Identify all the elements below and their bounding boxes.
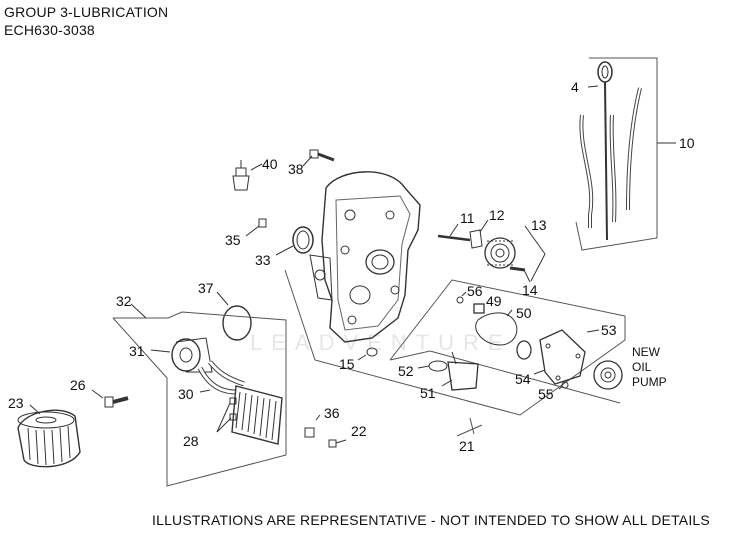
callout-53: 53 bbox=[601, 322, 617, 338]
callout-22: 22 bbox=[351, 423, 367, 439]
o-ring bbox=[357, 347, 378, 361]
callout-labels: 4 10 11 12 13 14 15 21 22 23 26 28 30 31… bbox=[8, 79, 695, 454]
pump-drive-parts bbox=[437, 219, 546, 283]
callout-37: 37 bbox=[198, 280, 214, 296]
callout-55: 55 bbox=[538, 386, 554, 402]
callout-30: 30 bbox=[178, 386, 194, 402]
callout-35: 35 bbox=[225, 232, 241, 248]
callout-32: 32 bbox=[116, 293, 132, 309]
oil-cooler-group-outline bbox=[112, 303, 287, 487]
callout-13: 13 bbox=[531, 217, 547, 233]
callout-23: 23 bbox=[8, 395, 24, 411]
callout-15: 15 bbox=[339, 356, 355, 372]
plug bbox=[245, 218, 267, 237]
callout-12: 12 bbox=[489, 207, 505, 223]
bolt bbox=[302, 149, 335, 167]
disclaimer-footer: ILLUSTRATIONS ARE REPRESENTATIVE - NOT I… bbox=[152, 512, 710, 528]
crankcase-cover bbox=[309, 171, 421, 343]
callout-14: 14 bbox=[522, 282, 538, 298]
callout-54: 54 bbox=[515, 371, 531, 387]
callout-40: 40 bbox=[262, 156, 278, 172]
oil-seal bbox=[275, 226, 314, 256]
cooler-o-ring bbox=[216, 291, 252, 341]
oil-pump-group-outline bbox=[284, 269, 626, 437]
callout-11: 11 bbox=[460, 210, 475, 226]
callout-38: 38 bbox=[288, 161, 304, 177]
oil-pressure-sensor bbox=[232, 160, 263, 191]
callout-26: 26 bbox=[70, 377, 86, 393]
oil-cooler bbox=[216, 385, 283, 445]
filter-adapter bbox=[150, 337, 213, 373]
callout-28: 28 bbox=[183, 433, 199, 449]
oil-filter bbox=[17, 404, 81, 468]
callout-49: 49 bbox=[486, 293, 502, 309]
callout-31: 31 bbox=[129, 343, 145, 359]
callout-52: 52 bbox=[398, 363, 414, 379]
callout-10: 10 bbox=[679, 135, 695, 151]
watermark-text: LEADVENTURE bbox=[250, 330, 512, 355]
diagram-model-number: ECH630-3038 bbox=[4, 22, 95, 38]
callout-50: 50 bbox=[516, 305, 532, 321]
callout-56: 56 bbox=[467, 283, 483, 299]
new-oil-pump-note-line2: OIL bbox=[632, 360, 652, 374]
filter-nipple bbox=[91, 389, 129, 408]
new-oil-pump-note-line1: NEW bbox=[632, 345, 660, 359]
callout-33: 33 bbox=[255, 252, 271, 268]
callout-4: 4 bbox=[571, 79, 579, 95]
callout-21: 21 bbox=[459, 438, 475, 454]
cooler-fasteners bbox=[304, 414, 347, 448]
oil-pump-body bbox=[516, 329, 623, 390]
new-oil-pump-note-line3: PUMP bbox=[632, 375, 667, 389]
pressure-relief-valve bbox=[417, 351, 479, 391]
dipstick-assembly bbox=[575, 57, 676, 251]
cooler-hoses bbox=[197, 360, 245, 395]
diagram-title: GROUP 3-LUBRICATION bbox=[4, 4, 169, 20]
pump-seals bbox=[456, 291, 518, 346]
callout-51: 51 bbox=[420, 385, 436, 401]
callout-36: 36 bbox=[324, 405, 340, 421]
